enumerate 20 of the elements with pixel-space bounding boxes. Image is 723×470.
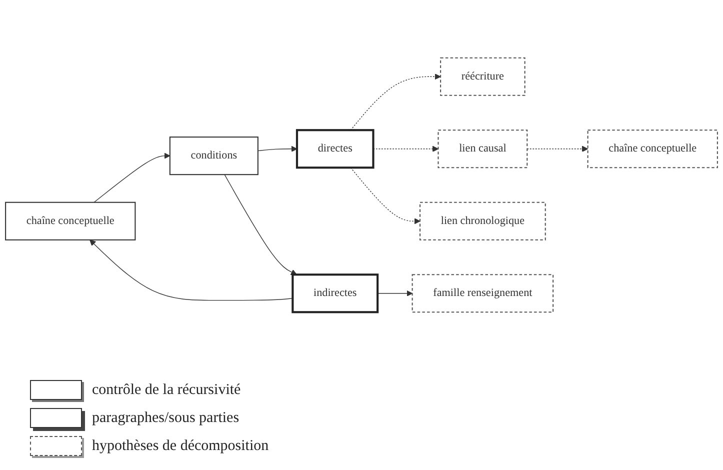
node-box: chaîne conceptuelle bbox=[587, 130, 718, 168]
arrow bbox=[377, 290, 413, 296]
arrow bbox=[526, 146, 588, 152]
legend-text: hypothèses de décomposition bbox=[92, 438, 269, 454]
node-box: indirectes bbox=[292, 274, 379, 314]
node-box: directes bbox=[296, 129, 374, 169]
arrow bbox=[90, 240, 294, 301]
node-box: chaîne conceptuelle bbox=[5, 202, 136, 240]
node-box: lien chronologique bbox=[420, 202, 546, 240]
legend-text: paragraphes/sous parties bbox=[92, 410, 240, 426]
node-box: famille renseignement bbox=[412, 274, 554, 313]
legend-text: contrôle de la récursivité bbox=[92, 382, 241, 398]
arrow bbox=[224, 174, 297, 275]
arrow bbox=[94, 152, 170, 203]
node-box: conditions bbox=[169, 136, 258, 176]
arrow bbox=[258, 146, 298, 152]
node-box: réécriture bbox=[440, 57, 526, 96]
node-box: lien causal bbox=[438, 130, 528, 168]
arrow bbox=[350, 167, 420, 224]
arrow bbox=[350, 74, 441, 130]
